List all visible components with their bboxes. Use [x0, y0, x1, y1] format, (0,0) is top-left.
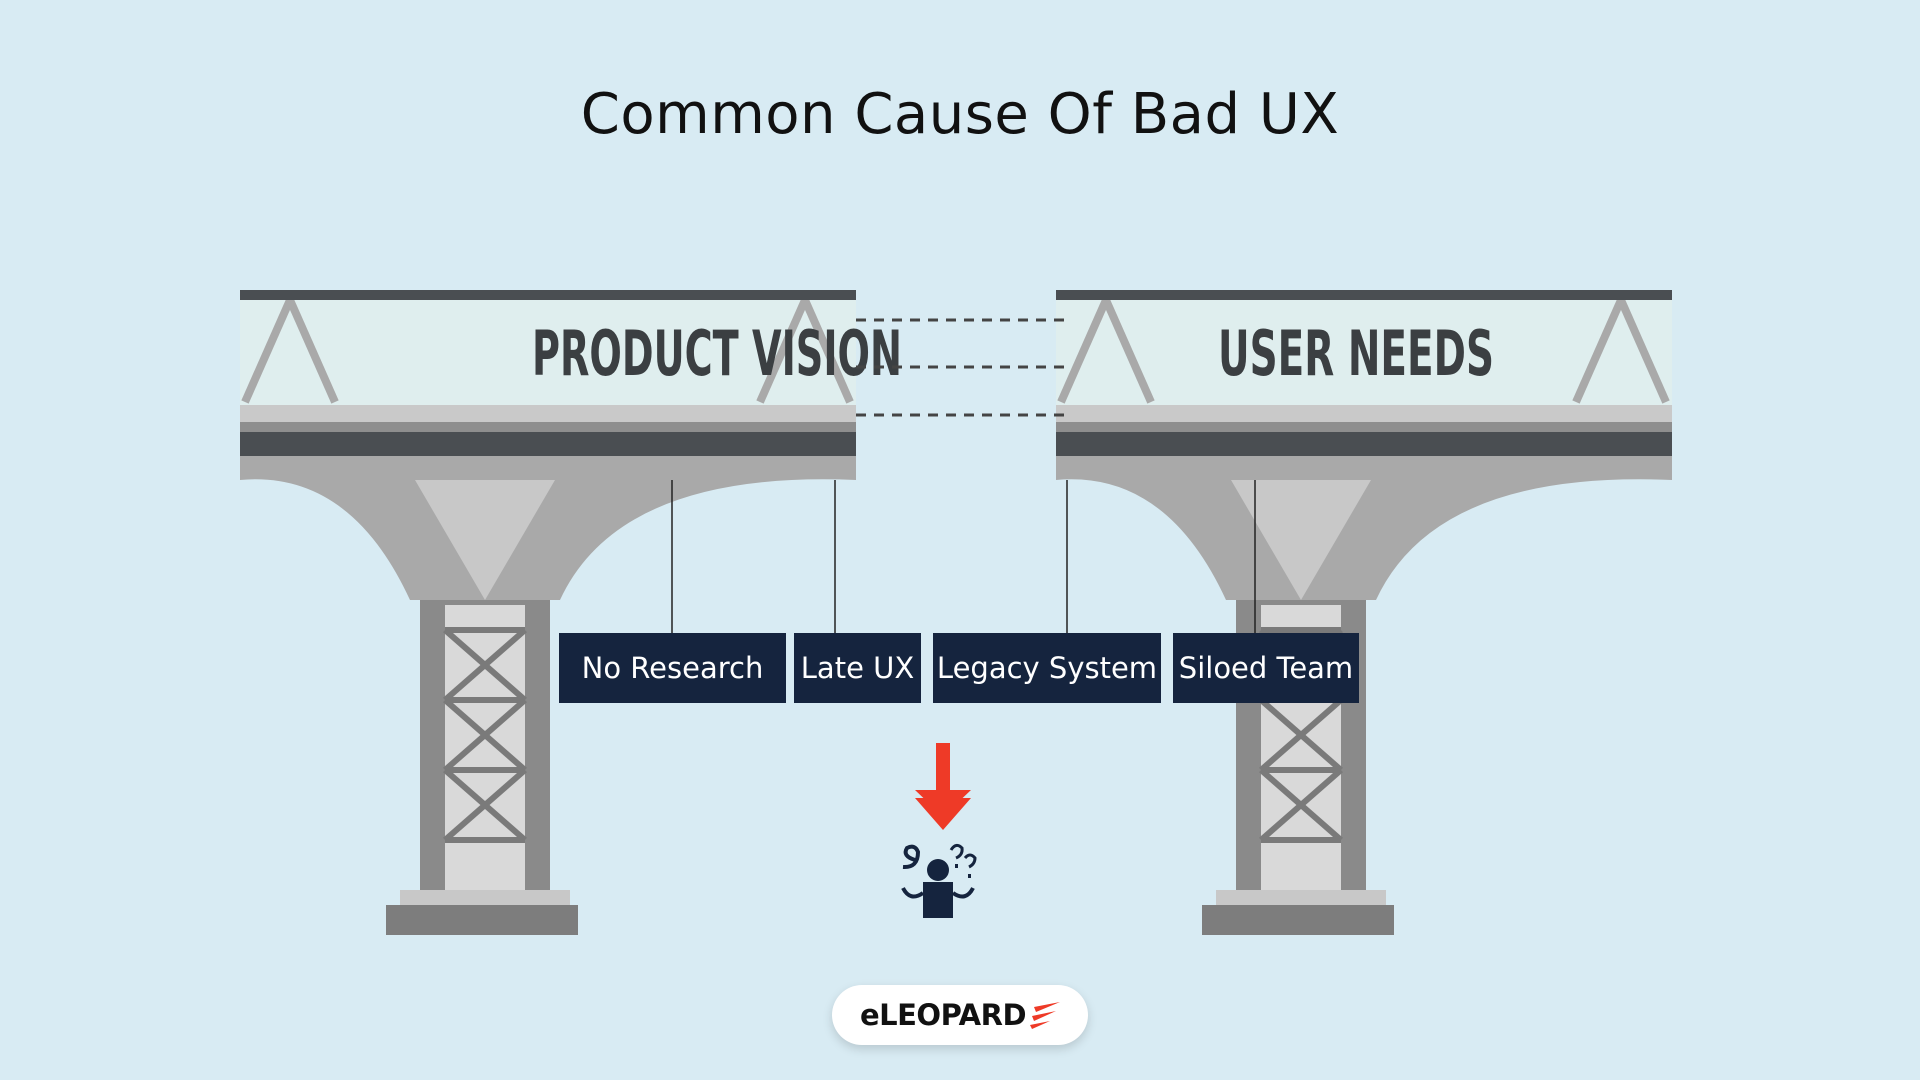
logo-stripes-icon — [1030, 1002, 1061, 1029]
confused-person-icon — [901, 843, 977, 918]
page-title: Common Cause Of Bad UX — [580, 82, 1340, 147]
logo-text: eLEOPARD — [859, 998, 1027, 1032]
cause-label-no-research: No Research — [559, 633, 786, 703]
cause-connectors — [671, 480, 1256, 633]
brand-logo: eLEOPARD — [832, 985, 1088, 1045]
cause-label-siloed-team: Siloed Team — [1173, 633, 1359, 703]
cause-label-late-ux: Late UX — [794, 633, 921, 703]
bridge-left-label: PRODUCT VISION — [532, 317, 902, 390]
bridge-right-label: USER NEEDS — [1218, 317, 1494, 390]
arrow-down-icon — [915, 743, 971, 830]
cause-label-legacy-system: Legacy System — [933, 633, 1161, 703]
